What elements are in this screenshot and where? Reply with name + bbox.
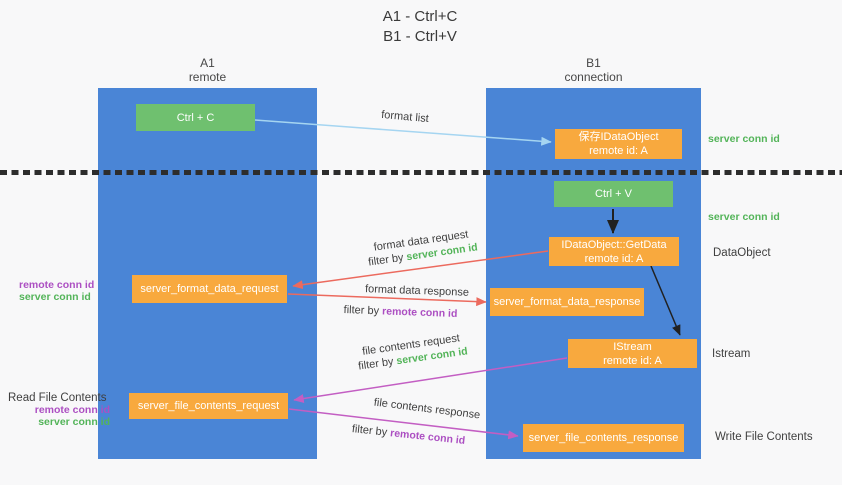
format-data-request-label: format data request filter by server con… <box>355 225 490 271</box>
istream-node: IStream remote id: A <box>568 339 697 368</box>
file-contents-request-label: file contents request filter by server c… <box>346 329 479 375</box>
istream-side-label: Istream <box>712 348 751 360</box>
server-file-contents-request-label: server_file_contents_request <box>137 400 280 412</box>
lane-b1-name: B1 <box>586 56 601 70</box>
ctrl-c-label: Ctrl + C <box>176 111 215 124</box>
title-line-a1: A1 - Ctrl+C <box>382 8 458 25</box>
filter-by-text: filter by <box>357 355 395 373</box>
file-conn-id-labels: remote conn id server conn id <box>28 404 110 428</box>
diagram-title: A1 - Ctrl+C B1 - Ctrl+V <box>320 7 520 47</box>
idataobject-getdata-node: IDataObject::GetData remote id: A <box>549 237 679 266</box>
remote-conn-id-filter-text: remote conn id <box>389 427 466 447</box>
format-conn-id-labels: remote conn id server conn id <box>19 279 95 303</box>
file-contents-response-label: file contents response <box>373 396 481 422</box>
remote-conn-id-filter-text: remote conn id <box>381 305 458 320</box>
server-format-data-request-label: server_format_data_request <box>140 283 279 295</box>
filter-by-remote-conn-id-1: filter by remote conn id <box>338 303 463 321</box>
server-conn-id-format-label: server conn id <box>19 290 91 303</box>
ctrl-v-label: Ctrl + V <box>595 188 632 200</box>
server-conn-id-mid-label: server conn id <box>708 211 780 223</box>
idataobject-getdata-line1: IDataObject::GetData <box>561 238 667 251</box>
istream-line1: IStream <box>613 340 652 353</box>
format-data-response-label: format data response <box>364 283 470 299</box>
filter-by-text: filter by <box>343 304 380 318</box>
ctrl-c-node: Ctrl + C <box>136 104 255 131</box>
filter-by-text: filter by <box>367 251 405 269</box>
save-idataobject-node: 保存IDataObject remote id: A <box>555 129 682 159</box>
remote-conn-id-format-label: remote conn id <box>19 279 95 291</box>
filter-by-remote-conn-id-2: filter by remote conn id <box>346 422 472 449</box>
server-conn-id-file-label: server conn id <box>38 415 110 428</box>
save-idataobject-line1: 保存IDataObject <box>578 131 659 143</box>
server-conn-id-top-label: server conn id <box>708 133 780 145</box>
lane-a1-name: A1 <box>200 56 215 70</box>
idataobject-getdata-line2: remote id: A <box>584 252 644 265</box>
lane-a1-subtitle: remote <box>188 70 227 84</box>
read-file-contents-label: Read File Contents <box>8 392 107 404</box>
title-line-b1: B1 - Ctrl+V <box>383 28 457 45</box>
remote-conn-id-file-label: remote conn id <box>34 404 110 416</box>
istream-line2: remote id: A <box>603 354 662 367</box>
lane-b1-subtitle: connection <box>564 70 623 84</box>
lane-header-b1: B1 connection <box>486 56 701 84</box>
format-list-label: format list <box>380 108 430 126</box>
server-format-data-request-node: server_format_data_request <box>132 275 287 303</box>
server-format-data-response-node: server_format_data_response <box>490 288 644 316</box>
lane-header-a1: A1 remote <box>98 56 317 84</box>
server-file-contents-response-label: server_file_contents_response <box>528 432 679 444</box>
dataobject-label: DataObject <box>713 247 771 259</box>
server-format-data-response-label: server_format_data_response <box>493 296 641 308</box>
server-file-contents-response-node: server_file_contents_response <box>523 424 684 452</box>
save-idataobject-line2: remote id: A <box>589 145 648 157</box>
filter-by-text: filter by <box>351 423 388 439</box>
write-file-contents-label: Write File Contents <box>715 431 813 443</box>
ctrl-v-node: Ctrl + V <box>554 181 673 207</box>
server-file-contents-request-node: server_file_contents_request <box>129 393 288 419</box>
dotted-divider-line <box>0 170 842 175</box>
